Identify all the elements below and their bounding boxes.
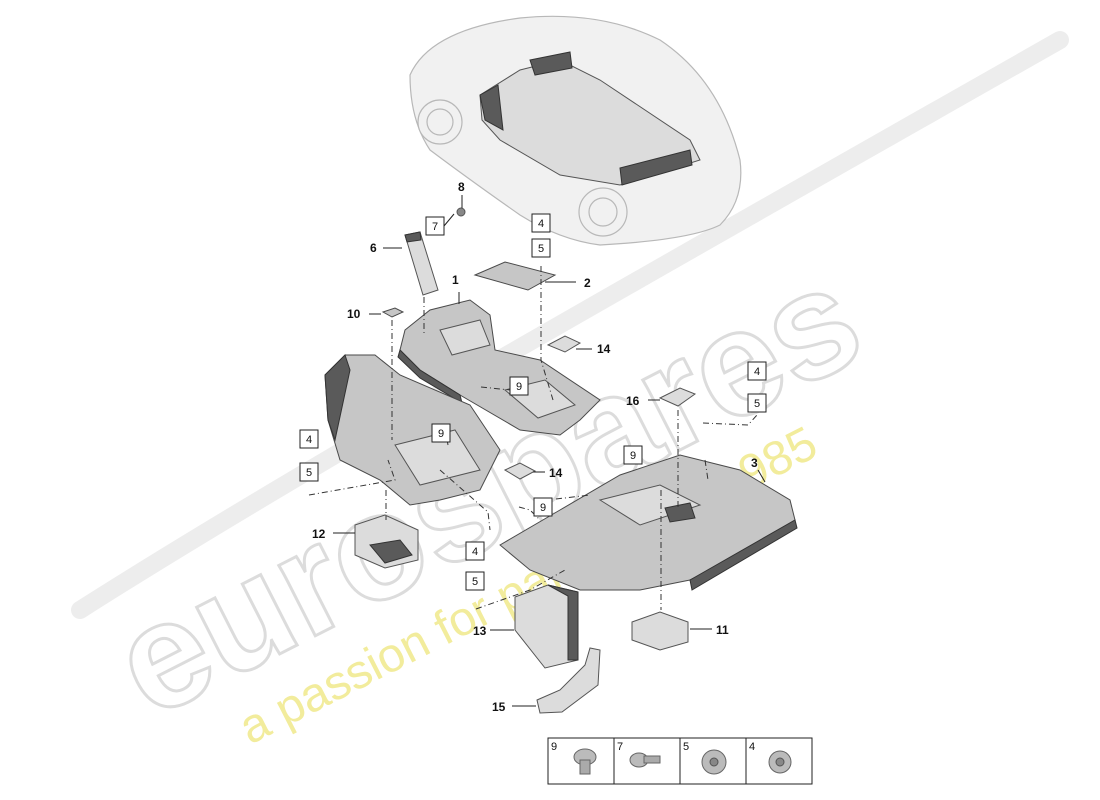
svg-text:5: 5 xyxy=(472,576,478,588)
boxed-ref-4: 4 xyxy=(299,429,319,449)
fastener-legend: 9 7 5 4 xyxy=(547,737,813,785)
boxed-ref-9: 9 xyxy=(509,376,529,396)
svg-text:4: 4 xyxy=(749,741,755,753)
part-11-foam-block xyxy=(631,611,689,651)
boxed-ref-5: 5 xyxy=(465,571,485,591)
callout-14-upper: 14 xyxy=(597,342,611,356)
boxed-references: 7 4 5 9 9 4 5 4 5 9 9 4 5 xyxy=(299,213,767,591)
svg-text:9: 9 xyxy=(551,741,557,753)
part-10-pad xyxy=(381,307,405,318)
callout-12: 12 xyxy=(312,527,326,541)
assembly-lines xyxy=(308,266,758,610)
part-12-foam-block xyxy=(354,514,419,569)
svg-text:5: 5 xyxy=(683,741,689,753)
boxed-ref-5: 5 xyxy=(747,393,767,413)
callout-10: 10 xyxy=(347,307,361,321)
part-2-mat xyxy=(473,261,557,291)
svg-text:4: 4 xyxy=(538,218,544,230)
screw-icon xyxy=(629,752,661,768)
callouts: 1 2 3 6 8 10 11 12 13 14 14 15 16 xyxy=(312,180,758,714)
svg-text:4: 4 xyxy=(472,546,478,558)
svg-text:5: 5 xyxy=(306,467,312,479)
boxed-ref-4: 4 xyxy=(531,213,551,233)
svg-text:9: 9 xyxy=(516,381,522,393)
svg-text:5: 5 xyxy=(754,398,760,410)
nut-icon xyxy=(701,749,727,775)
callout-11: 11 xyxy=(716,623,729,637)
legend-cell-7: 7 xyxy=(617,741,661,768)
svg-text:5: 5 xyxy=(538,243,544,255)
legend-cell-5: 5 xyxy=(683,741,727,775)
callout-14-lower: 14 xyxy=(549,466,563,480)
part-14-lower-pad xyxy=(503,462,537,480)
leader-lines xyxy=(333,195,766,707)
part-13-insulation-block xyxy=(514,584,579,669)
part-14-upper-pad xyxy=(546,335,582,353)
callout-3: 3 xyxy=(751,456,758,470)
part-3-main-floor-covering xyxy=(499,454,798,591)
boxed-ref-5: 5 xyxy=(299,462,319,482)
boxed-ref-9: 9 xyxy=(431,423,451,443)
svg-text:9: 9 xyxy=(540,502,546,514)
callout-2: 2 xyxy=(584,276,591,290)
svg-text:9: 9 xyxy=(630,450,636,462)
boxed-ref-9: 9 xyxy=(623,445,643,465)
svg-text:4: 4 xyxy=(306,434,312,446)
left-floor-covering xyxy=(324,354,501,506)
boxed-ref-9: 9 xyxy=(533,497,553,517)
callout-16: 16 xyxy=(626,394,640,408)
nut-icon xyxy=(768,750,792,774)
callout-1: 1 xyxy=(452,273,459,287)
boxed-ref-7: 7 xyxy=(425,216,445,236)
part-16-pad xyxy=(658,387,697,407)
legend-cell-4: 4 xyxy=(749,741,792,774)
legend-cell-9: 9 xyxy=(551,741,597,775)
push-clip-icon xyxy=(573,748,597,775)
boxed-ref-5: 5 xyxy=(531,238,551,258)
boxed-ref-4: 4 xyxy=(465,541,485,561)
svg-text:7: 7 xyxy=(617,741,623,753)
callout-13: 13 xyxy=(473,624,487,638)
part-8-clip xyxy=(456,207,466,217)
svg-text:4: 4 xyxy=(754,366,760,378)
part-6-trim-panel xyxy=(404,231,439,296)
callout-15: 15 xyxy=(492,700,506,714)
part-15-bracket xyxy=(536,647,601,714)
car-overview-illustration xyxy=(409,15,742,246)
svg-text:7: 7 xyxy=(432,221,438,233)
callout-6: 6 xyxy=(370,241,377,255)
callout-8: 8 xyxy=(458,180,465,194)
boxed-ref-4: 4 xyxy=(747,361,767,381)
svg-text:9: 9 xyxy=(438,428,444,440)
